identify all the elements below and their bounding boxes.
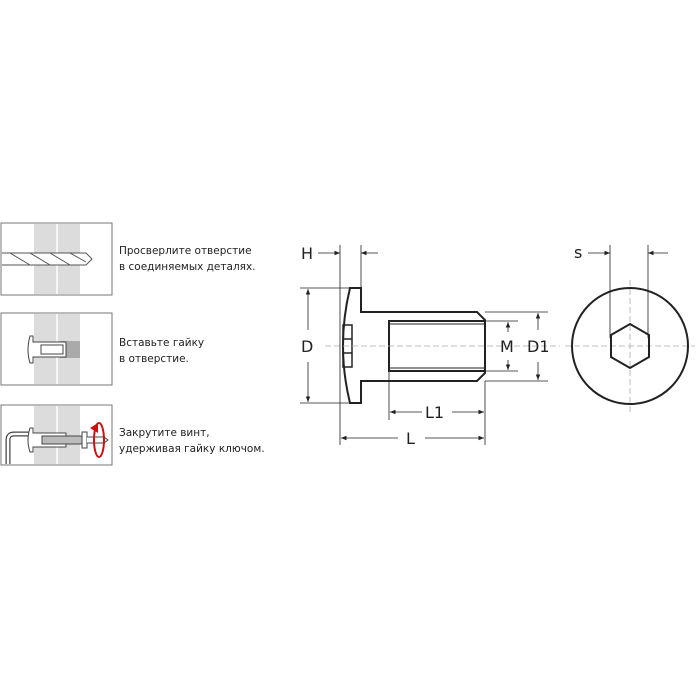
step-2-line-1: Вставьте гайку bbox=[119, 337, 205, 349]
rotation-arrow-icon bbox=[93, 422, 105, 458]
label-L1: L1 bbox=[425, 403, 444, 422]
label-M: M bbox=[500, 337, 514, 356]
nut-side-view bbox=[325, 287, 560, 404]
step-3-line-2: удерживая гайку ключом. bbox=[119, 443, 265, 455]
label-D: D bbox=[301, 337, 313, 356]
label-L: L bbox=[406, 429, 415, 448]
step-1-line-1: Просверлите отверстие bbox=[119, 245, 252, 257]
label-D1: D1 bbox=[527, 337, 550, 356]
step-2-text: Вставьте гайку в отверстие. bbox=[119, 335, 204, 367]
dimension-lines bbox=[300, 245, 668, 445]
nut-front-view bbox=[565, 280, 695, 415]
hex-socket-icon bbox=[610, 322, 650, 370]
step-3-illustration bbox=[0, 404, 113, 466]
step-2-line-2: в отверстие. bbox=[119, 353, 189, 365]
label-S: s bbox=[574, 243, 582, 262]
step-3-line-1: Закрутите винт, bbox=[119, 427, 210, 439]
step-1-text: Просверлите отверстие в соединяемых дета… bbox=[119, 243, 256, 275]
step-1-illustration bbox=[0, 222, 113, 296]
label-H: H bbox=[301, 244, 313, 263]
step-1-line-2: в соединяемых деталях. bbox=[119, 261, 256, 273]
step-3-text: Закрутите винт, удерживая гайку ключом. bbox=[119, 425, 265, 457]
step-2-illustration bbox=[0, 312, 113, 386]
